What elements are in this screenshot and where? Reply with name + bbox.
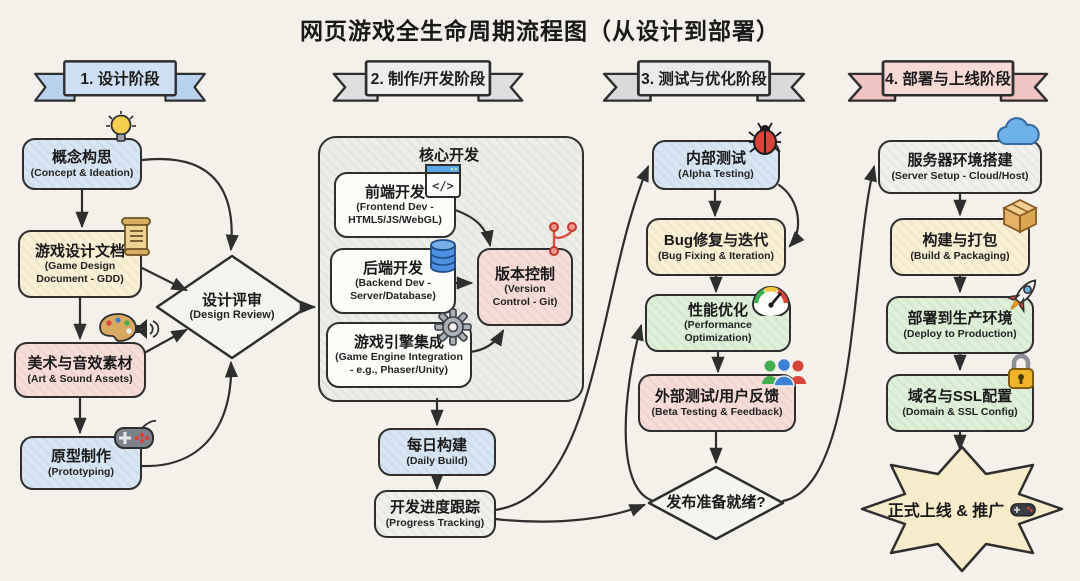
node-title: 外部测试/用户反馈 [654,387,780,405]
gear-icon [434,308,472,346]
node-title: 每日构建 [406,436,467,454]
node-title: 内部测试 [685,149,746,167]
node-title: 原型制作 [50,447,111,465]
node-title: 服务器环境搭建 [907,151,1013,169]
node-concept-ideation: 概念构思 (Concept & Ideation) [22,138,142,190]
node-subtitle: (Backend Dev - Server/Database) [350,277,436,302]
node-domain-ssl-config: 域名与SSL配置 (Domain & SSL Config) [886,374,1034,432]
palette-icon [99,313,137,342]
node-subtitle: (Build & Packaging) [910,249,1010,262]
ribbon-icon [847,60,1049,102]
node-title: 版本控制 [494,265,555,283]
node-title: 部署到生产环境 [907,309,1013,327]
node-title: 域名与SSL配置 [907,387,1013,405]
gamepad-icon [114,419,157,449]
bug-icon [748,122,782,155]
ribbon-icon [602,60,806,102]
node-title: 后端开发 [362,259,423,277]
node-title: 游戏引擎集成 [353,333,444,351]
database-icon [430,239,456,273]
phase-banner-deployment: 4. 部署与上线阶段 [843,56,1053,106]
node-subtitle: (Version Control - Git) [492,283,558,308]
node-subtitle: (Game Engine Integration - e.g., Phaser/… [335,351,463,376]
phase-banner-label: 2. 制作/开发阶段 [370,71,486,88]
node-daily-build: 每日构建 (Daily Build) [378,428,496,476]
phase-banner-label: 4. 部署与上线阶段 [885,71,1011,88]
node-title: 前端开发 [364,183,425,201]
page-title: 网页游戏全生命周期流程图（从设计到部署） [300,18,780,44]
scroll-icon [121,217,151,256]
node-subtitle: (Beta Testing & Feedback) [651,405,783,418]
rocket-icon [1004,279,1037,314]
node-subtitle: (Bug Fixing & Iteration) [657,249,775,262]
node-official-launch: 正式上线 & 推广 [872,492,1052,526]
package-icon [1001,198,1039,234]
node-performance-optimization: 性能优化 (Performance Optimization) [645,294,791,352]
node-subtitle: (Deploy to Production) [903,327,1017,340]
decision-design-review: 设计评审 (Design Review) [162,280,302,334]
phase-banner-testing: 3. 测试与优化阶段 [598,56,810,106]
lightbulb-icon [106,111,136,142]
phase-banner-label: 3. 测试与优化阶段 [641,71,767,88]
node-subtitle: (Performance Optimization) [684,319,752,344]
node-title: Bug修复与迭代 [663,231,769,249]
node-title: 设计评审 [201,292,262,310]
node-frontend-dev: 前端开发 (Frontend Dev - HTML5/JS/WebGL) [334,172,456,238]
container-core-development-label: 核心开发 [418,147,479,164]
cloud-icon [997,117,1040,145]
node-art-sound-assets: 美术与音效素材 (Art & Sound Assets) [14,342,146,398]
node-subtitle: (Concept & Ideation) [30,166,134,179]
phase-banner-development: 2. 制作/开发阶段 [328,56,528,106]
phase-banner-design: 1. 设计阶段 [30,56,210,106]
node-subtitle: (Frontend Dev - HTML5/JS/WebGL) [348,201,442,226]
phase-banner-label: 1. 设计阶段 [80,71,160,88]
decision-release-ready: 发布准备就绪? [651,483,781,523]
node-title: 概念构思 [51,148,112,166]
node-title: 游戏设计文档 [34,242,125,260]
gauge-icon [751,286,791,316]
node-title: 构建与打包 [922,231,998,249]
node-subtitle: (Prototyping) [48,465,114,478]
code-window-icon: </> [425,164,461,198]
gamepad-icon [1010,503,1037,517]
node-title: 发布准备就绪? [666,494,766,512]
node-subtitle: (Progress Tracking) [385,516,485,529]
node-progress-tracking: 开发进度跟踪 (Progress Tracking) [374,490,496,538]
speaker-icon [135,319,160,339]
node-subtitle: (Domain & SSL Config) [902,405,1018,418]
node-subtitle: (Game Design Document - GDD) [36,260,124,285]
node-server-setup: 服务器环境搭建 (Server Setup - Cloud/Host) [878,140,1042,194]
node-subtitle: (Alpha Testing) [678,167,754,180]
node-title: 开发进度跟踪 [389,498,480,516]
ribbon-icon [34,60,206,102]
node-bug-fixing-iteration: Bug修复与迭代 (Bug Fixing & Iteration) [646,218,786,276]
node-game-design-document: 游戏设计文档 (Game Design Document - GDD) [18,230,142,298]
node-version-control: 版本控制 (Version Control - Git) [477,248,573,326]
svg-text:</>: </> [432,179,454,193]
node-title: 美术与音效素材 [27,354,133,372]
users-icon [762,357,806,387]
node-subtitle: (Art & Sound Assets) [27,372,133,385]
node-subtitle: (Daily Build) [406,454,468,467]
git-branch-icon [549,222,577,256]
lock-icon [1008,353,1034,389]
node-build-packaging: 构建与打包 (Build & Packaging) [890,218,1030,276]
node-title: 性能优化 [687,301,748,319]
node-subtitle: (Design Review) [189,309,275,322]
node-title: 正式上线 & 推广 [887,503,1005,520]
ribbon-icon [332,60,524,102]
node-subtitle: (Server Setup - Cloud/Host) [891,169,1029,182]
